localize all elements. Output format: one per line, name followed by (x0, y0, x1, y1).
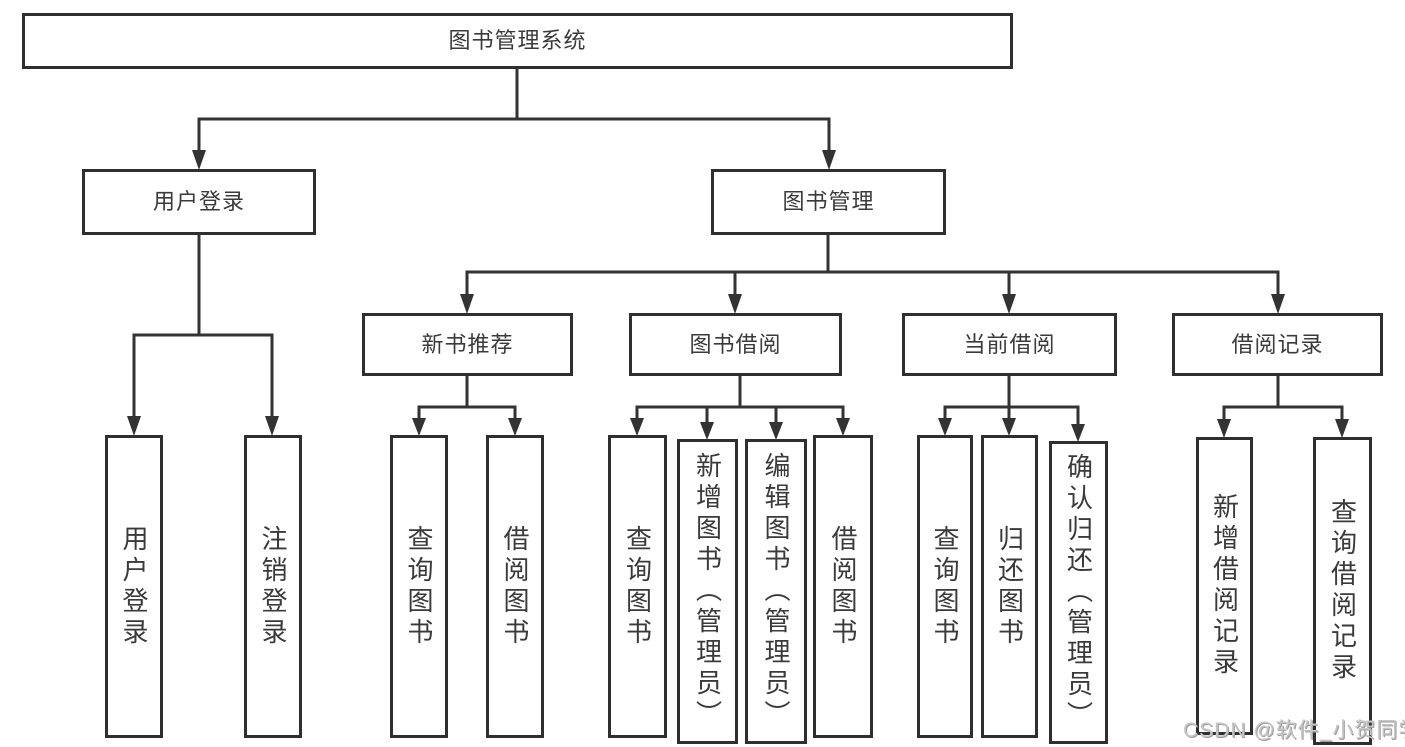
node-new-book-recommendation: 新书推荐 (362, 313, 573, 376)
node-borrowing-records: 借阅记录 (1172, 313, 1383, 376)
node-root: 图书管理系统 (22, 13, 1013, 69)
leaf-bb-borrow-books: 借阅图书 (813, 435, 873, 738)
node-user-login: 用户登录 (82, 169, 316, 235)
node-book-management: 图书管理 (711, 169, 946, 235)
leaf-bb-query-books: 查询图书 (608, 435, 667, 738)
leaf-nb-borrow-books: 借阅图书 (486, 435, 544, 738)
leaf-bb-add-books: 新增图书（管理员） (677, 439, 738, 744)
node-current-borrowing: 当前借阅 (902, 313, 1117, 376)
leaf-cb-return-books: 归还图书 (981, 435, 1038, 738)
leaf-br-add-record: 新增借阅记录 (1196, 437, 1253, 735)
leaf-logout: 注销登录 (244, 435, 302, 738)
leaf-nb-query-books: 查询图书 (390, 435, 448, 738)
node-book-borrowing: 图书借阅 (629, 313, 842, 376)
leaf-cb-query-books: 查询图书 (917, 435, 973, 738)
leaf-user-login: 用户登录 (105, 435, 163, 738)
leaf-bb-edit-books: 编辑图书（管理员） (745, 439, 807, 744)
leaf-br-query-record: 查询借阅记录 (1313, 437, 1372, 745)
leaf-cb-confirm-return: 确认归还（管理员） (1049, 441, 1108, 744)
